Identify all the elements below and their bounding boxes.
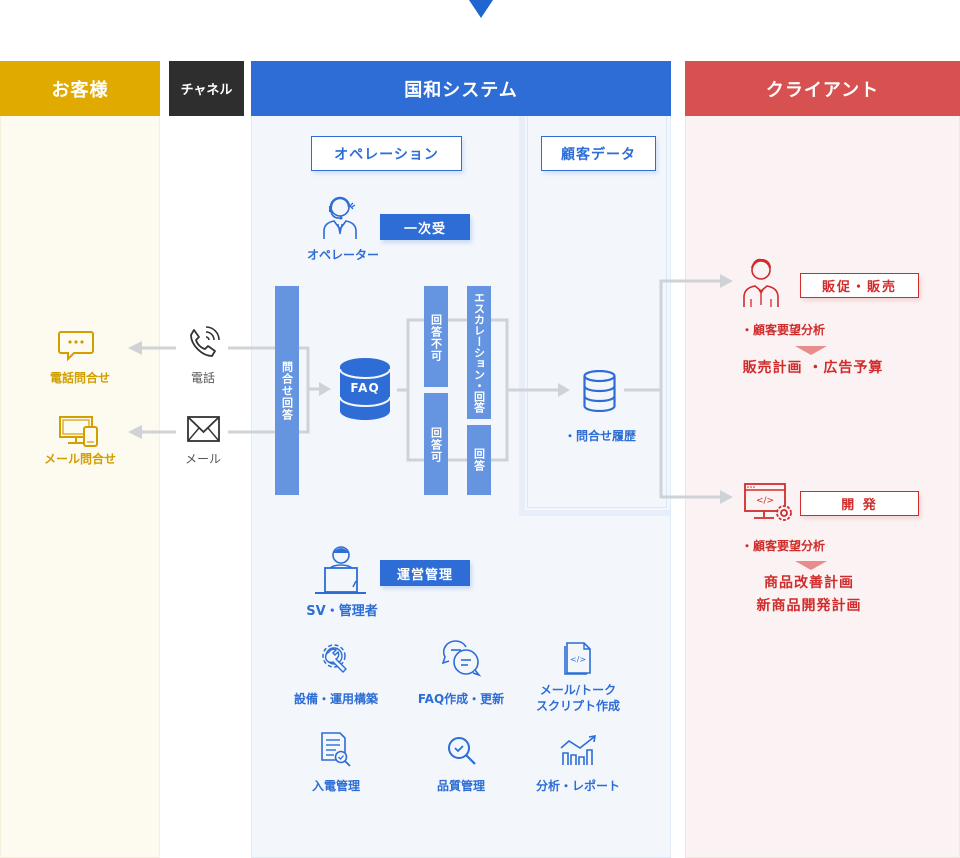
client-header: クライアント: [685, 61, 960, 116]
chat-bubble-icon: [58, 330, 96, 362]
flow-down-arrow: [469, 0, 493, 18]
system-header: 国和システム: [251, 61, 671, 116]
operations-management-tag: 運営管理: [380, 560, 470, 586]
document-check-icon: [320, 731, 352, 769]
bar-chart-trend-icon: [560, 734, 598, 766]
code-monitor-gear-icon: </>: [744, 482, 798, 526]
answers-merge-line: [491, 318, 509, 462]
sales-promotion-tag: 販促・販売: [800, 273, 919, 298]
history-to-client-line: [659, 279, 720, 499]
arrowhead-faq: [319, 382, 331, 396]
dev-analysis-label: ・顧客要望分析: [741, 539, 826, 553]
supervisor-label: SV・管理者: [306, 604, 378, 619]
dev-down-arrow: [795, 561, 827, 570]
inquiry-answer-bar: 問合せ回答: [275, 286, 299, 495]
cannot-answer-bar: 回答不可: [424, 286, 448, 387]
svg-text:</>: </>: [756, 496, 774, 506]
task-call-management-label: 入電管理: [311, 779, 360, 793]
channel-mail-label: メール: [184, 452, 221, 466]
monitor-phone-icon: [58, 415, 100, 447]
supervisor-laptop-icon: [313, 543, 368, 595]
phone-inquiry-label: 電話問合せ: [49, 371, 110, 385]
svg-text:</>: </>: [570, 655, 586, 664]
inquiry-history-label: ・問合せ履歴: [563, 429, 636, 443]
businessman-icon: [742, 257, 780, 309]
phone-icon: [186, 326, 220, 360]
arrowhead-mail: [128, 425, 142, 439]
gear-wrench-icon: [317, 639, 355, 677]
first-response-tag: 一次受: [380, 214, 470, 240]
mail-inquiry-label: メール問合せ: [43, 452, 116, 466]
faq-database-icon: [339, 357, 391, 421]
task-script-label: メール/トーク スクリプト作成: [535, 683, 620, 713]
task-quality-label: 品質管理: [436, 779, 485, 793]
faq-database-label: FAQ: [350, 381, 380, 395]
arrowhead-sales: [720, 274, 733, 288]
arrowhead-history: [558, 383, 570, 397]
database-icon: [583, 369, 616, 413]
envelope-icon: [187, 416, 220, 442]
operator-label: オペレーター: [306, 248, 379, 262]
customer-data-panel: [519, 116, 670, 516]
sales-down-arrow: [795, 346, 827, 355]
development-tag: 開 発: [800, 491, 919, 516]
faq-branch-line: [406, 318, 424, 462]
answer-bar: 回答: [467, 425, 491, 495]
channel-phone-label: 電話: [190, 371, 215, 385]
task-faq-label: FAQ作成・更新: [417, 692, 505, 706]
task-analysis-label: 分析・レポート: [535, 779, 620, 793]
arrowhead-phone: [128, 341, 142, 355]
customer-data-panel-inner: [527, 116, 667, 508]
can-answer-bar: 回答可: [424, 393, 448, 495]
operator-headset-icon: [321, 194, 363, 240]
customer-data-label: 顧客データ: [541, 136, 656, 171]
arrowhead-dev: [720, 490, 733, 504]
customer-header: お客様: [0, 61, 160, 116]
channel-header: チャネル: [169, 61, 244, 116]
faq-chat-icon: [441, 639, 482, 677]
operation-label: オペレーション: [311, 136, 462, 171]
task-setup-label: 設備・運用構築: [293, 692, 378, 706]
sales-outcome-label: 販売計画 ・広告予算: [742, 360, 884, 376]
sales-analysis-label: ・顧客要望分析: [741, 323, 826, 337]
escalation-bar: エスカレーション・回答: [467, 286, 491, 419]
magnify-check-icon: [446, 735, 478, 767]
dev-outcome-label: 商品改善計画 新商品開発計画: [756, 575, 862, 614]
script-doc-icon: </>: [563, 640, 593, 676]
